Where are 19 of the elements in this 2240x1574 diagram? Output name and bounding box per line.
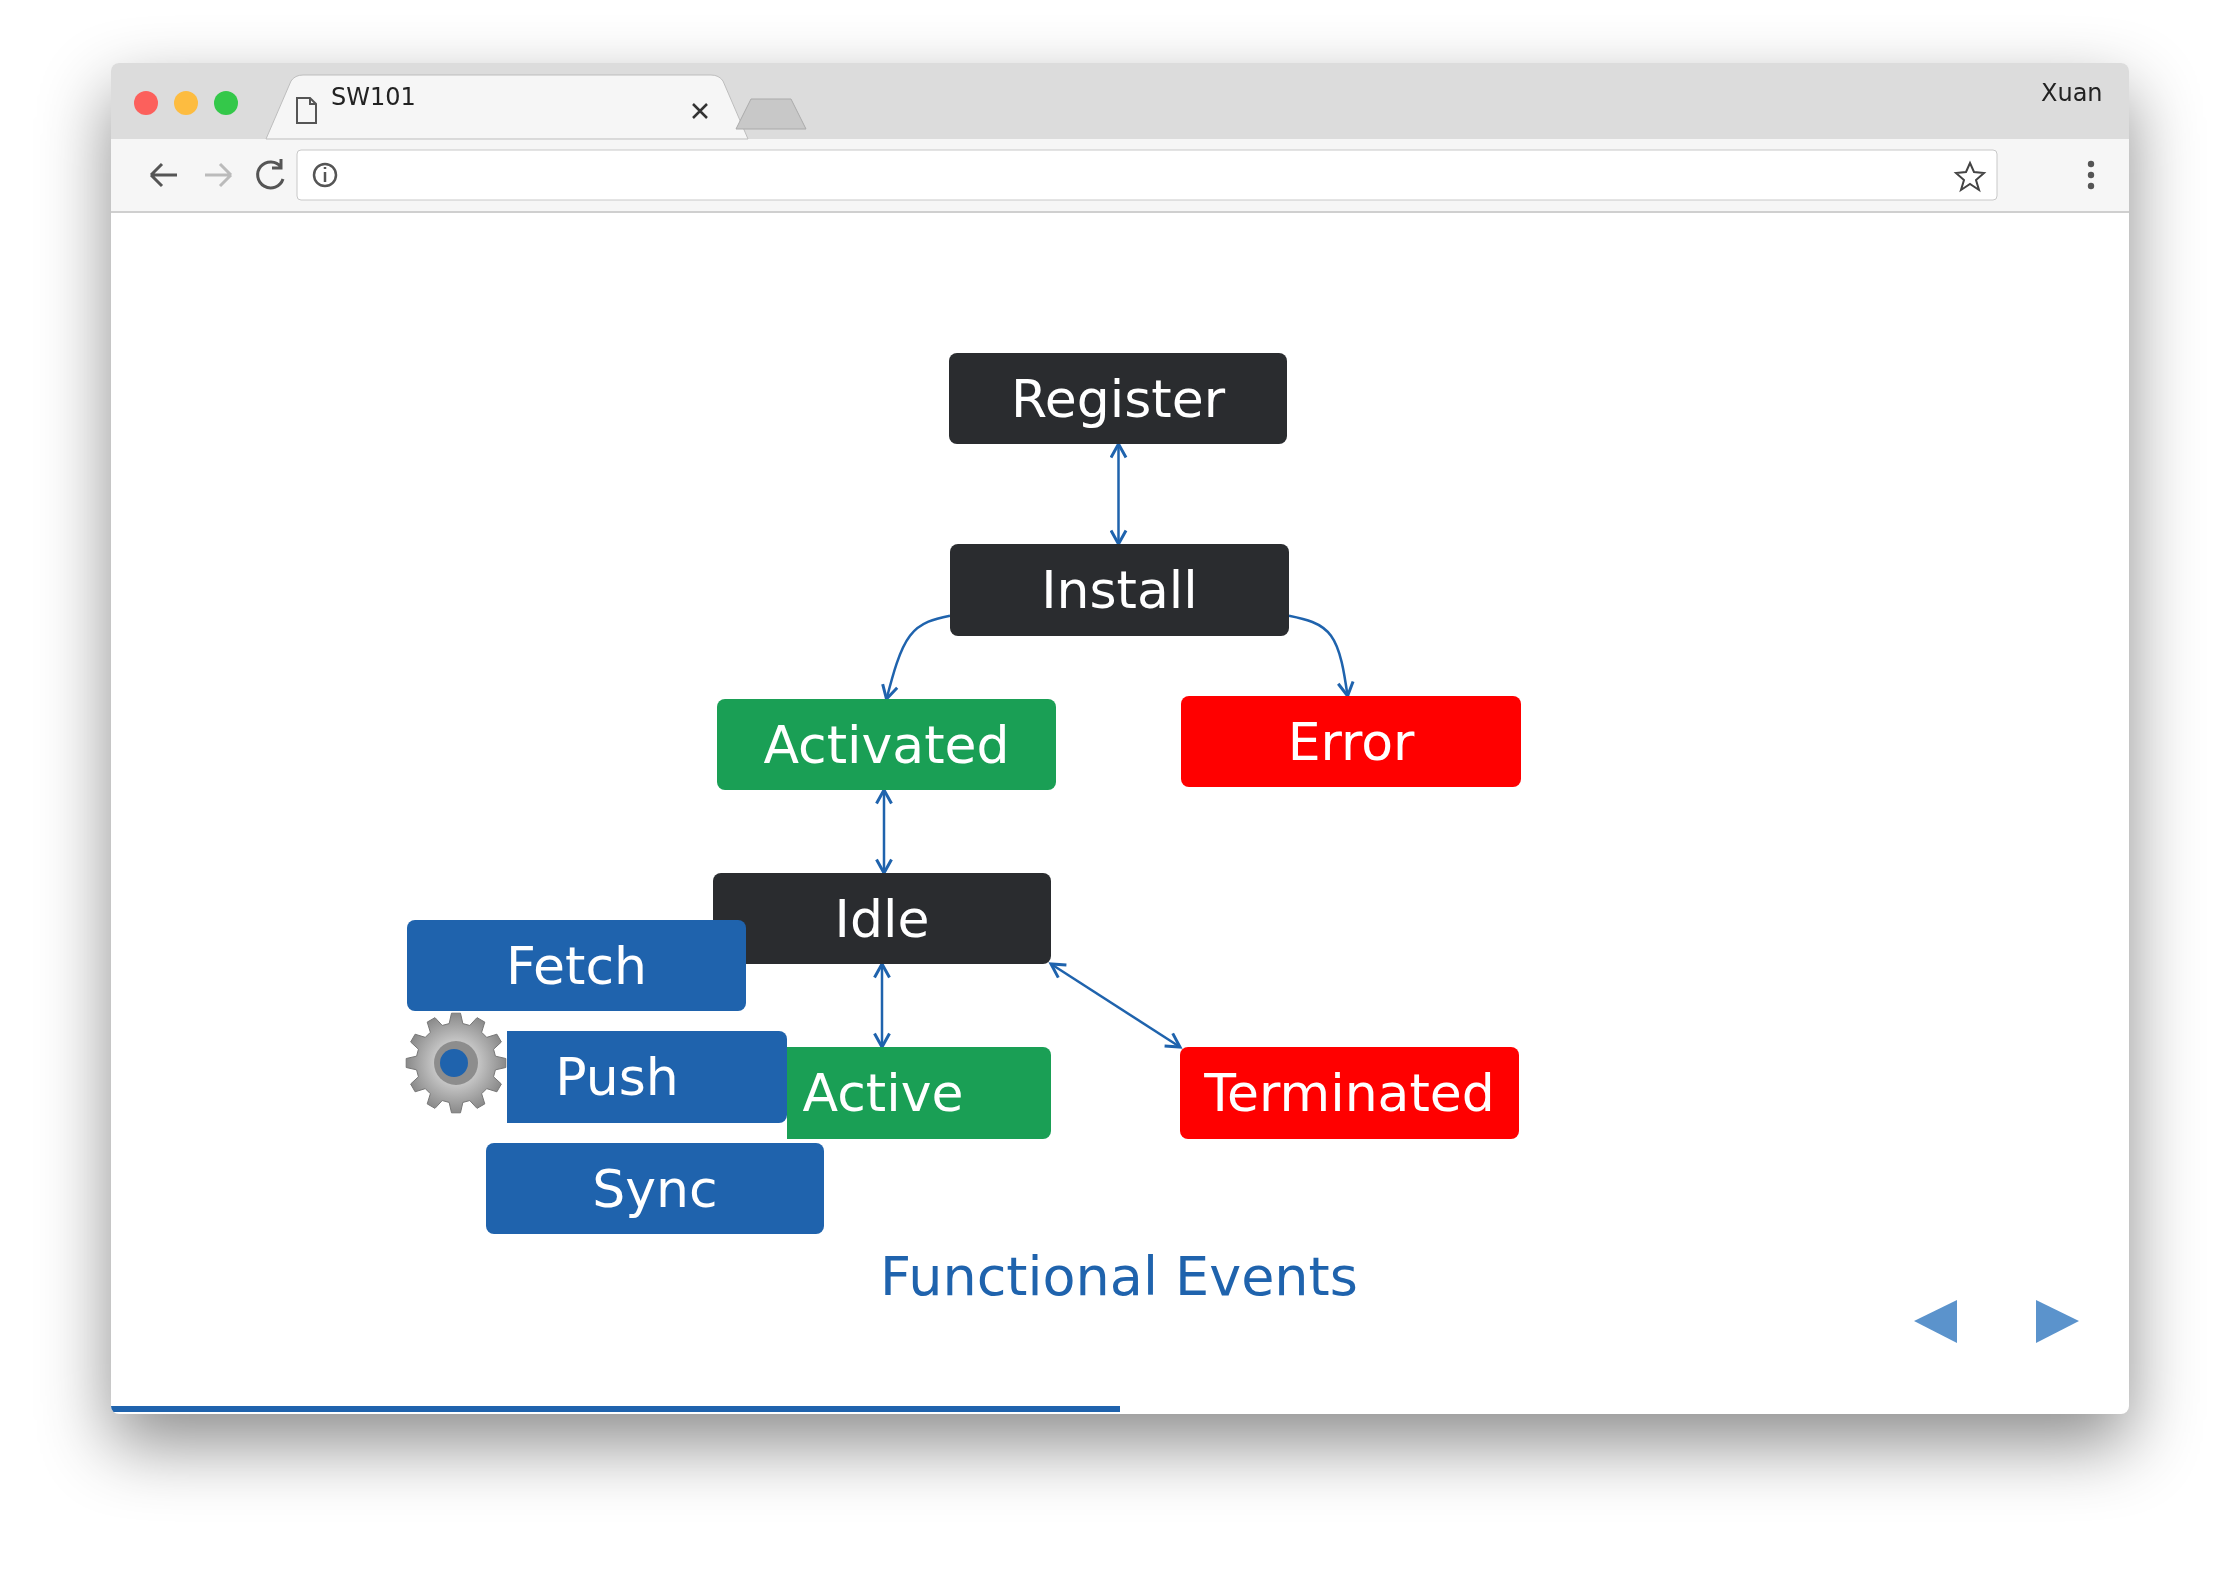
state-box: Push <box>507 1031 787 1123</box>
arrow <box>875 788 893 875</box>
arrow <box>1049 962 1182 1049</box>
arrow <box>873 962 891 1049</box>
arrow <box>1288 614 1355 698</box>
profile-name: Xuan <box>2041 79 2103 107</box>
arrow <box>1109 442 1128 546</box>
state-box: Sync <box>486 1143 824 1234</box>
arrow <box>881 614 951 701</box>
state-box: Activated <box>717 699 1056 790</box>
state-box: Active <box>787 1047 1051 1139</box>
state-box: Error <box>1181 696 1521 787</box>
state-box: Terminated <box>1180 1047 1519 1139</box>
state-box: Idle <box>713 873 1051 964</box>
state-box: Register <box>949 353 1287 444</box>
tab-title: SW101 <box>331 83 416 111</box>
state-box: Install <box>950 544 1289 636</box>
state-box: Fetch <box>407 920 746 1011</box>
slide-caption: Functional Events <box>880 1245 1358 1308</box>
